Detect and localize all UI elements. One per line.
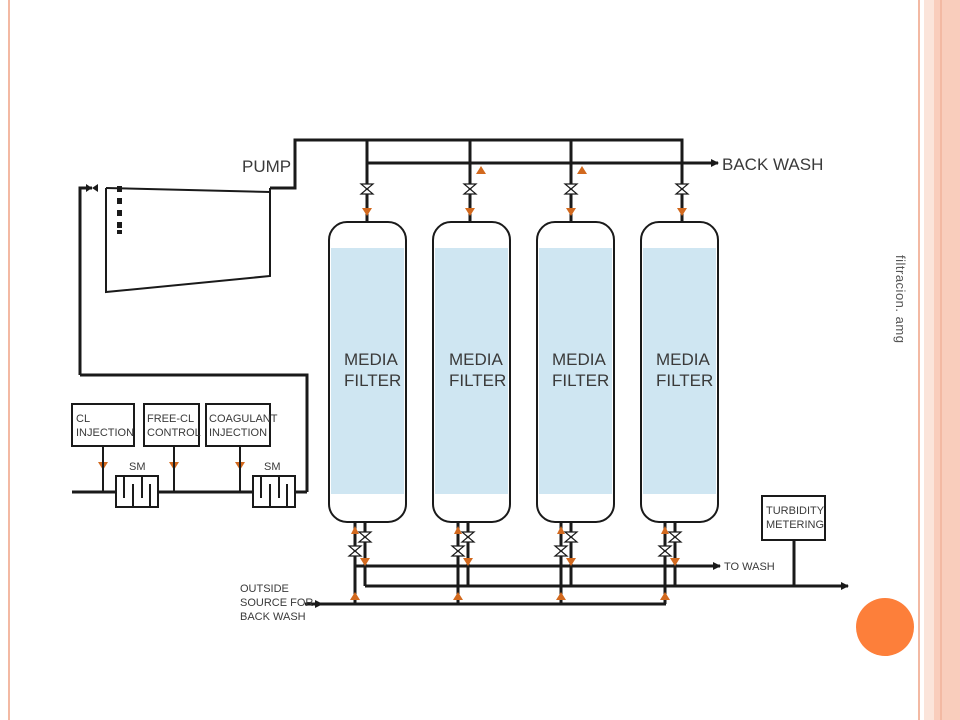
turbidity-metering-label-line1: TURBIDITY: [766, 505, 825, 517]
pump-pipe: [78, 186, 92, 375]
pump-outlet-pipe: [270, 138, 684, 190]
filter-1-label-line2: FILTER: [344, 371, 401, 390]
dosing-boxes: [71, 403, 826, 541]
media-filters: [328, 221, 719, 523]
outside-source-label-line2: SOURCE FOR: [240, 597, 313, 609]
media-filter-4: [640, 221, 719, 523]
slide-frame-left: [8, 0, 10, 720]
outside-source-label-line1: OUTSIDE: [240, 583, 289, 595]
slide-frame-right-line: [918, 0, 920, 720]
filter-4-label-line1: MEDIA: [656, 350, 711, 369]
orange-circle-decoration: [856, 598, 914, 656]
static-mixer-2: [252, 475, 296, 508]
coagulant-injection-label-line1: COAGULANT: [209, 413, 278, 425]
pump-label: PUMP: [242, 157, 291, 176]
slide-side-label: filtracion. amg: [893, 255, 908, 344]
coagulant-injection-label-line2: INJECTION: [209, 427, 267, 439]
feed-pipe: [80, 373, 309, 492]
tank-inlet-marks: [117, 186, 122, 234]
static-mixer-1: [115, 475, 159, 508]
dosing-lines: [102, 446, 241, 492]
slide-frame-right-band: [934, 0, 960, 720]
slide-frame-right-band: [924, 0, 934, 720]
cl-injection-label-line2: INJECTION: [76, 427, 134, 439]
static-mixer-2-label: SM: [264, 461, 281, 473]
filter-1-label-line1: MEDIA: [344, 350, 399, 369]
filter-4-label-line2: FILTER: [656, 371, 713, 390]
slide-frame-right-line: [940, 0, 942, 720]
free-cl-control-box: [143, 403, 200, 447]
media-filter-1: [328, 221, 407, 523]
pump-icon: [86, 184, 98, 192]
media-filter-3: [536, 221, 615, 523]
turbidity-metering-label-line2: METERING: [766, 519, 824, 531]
settling-tank: [105, 187, 271, 294]
filter-3-label-line2: FILTER: [552, 371, 609, 390]
turbidity-metering-box: [761, 495, 826, 541]
to-wash-label: TO WASH: [724, 561, 775, 573]
free-cl-control-label-line1: FREE-CL: [147, 413, 194, 425]
static-mixer-1-label: SM: [129, 461, 146, 473]
valves: [347, 183, 690, 557]
coagulant-injection-box: [205, 403, 271, 447]
outside-source-label-line3: BACK WASH: [240, 611, 306, 623]
cl-injection-label-line1: CL: [76, 413, 90, 425]
back-wash-label: BACK WASH: [722, 155, 823, 174]
flow-arrows: [98, 166, 687, 600]
free-cl-control-label-line2: CONTROL: [147, 427, 201, 439]
filter-2-label-line1: MEDIA: [449, 350, 504, 369]
media-filter-2: [432, 221, 511, 523]
cl-injection-box: [71, 403, 135, 447]
filter-3-label-line1: MEDIA: [552, 350, 607, 369]
filter-2-label-line2: FILTER: [449, 371, 506, 390]
